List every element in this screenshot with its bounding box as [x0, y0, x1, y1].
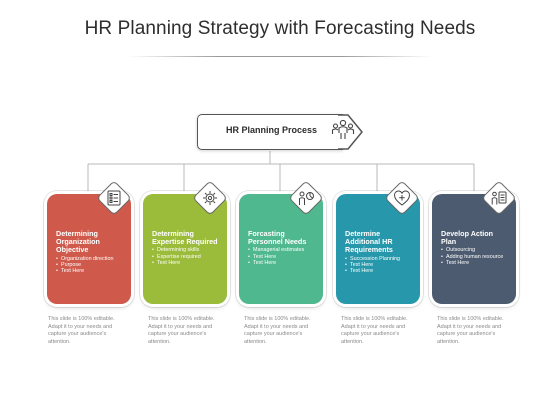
step-bullets: Outsourcing Adding human resource Text H…	[441, 247, 510, 267]
step-bullets: Succession Planning Text Here Text Here	[345, 256, 414, 276]
step-caption: This slide is 100% editable. Adapt it to…	[437, 316, 504, 345]
step-title: Determine Additional HR Requirements	[345, 229, 393, 255]
step-icon-badge-1	[96, 180, 132, 216]
bullet-item: Text Here	[152, 260, 221, 267]
bullet-item: Text Here	[248, 254, 317, 261]
page-title: HR Planning Strategy with Forecasting Ne…	[84, 18, 476, 39]
heart-plus-icon	[393, 190, 411, 206]
bullet-item: Outsourcing	[441, 247, 510, 254]
bullet-item: Purpose	[56, 262, 125, 269]
step-bullets: Determining skills Expertise required Te…	[152, 247, 221, 267]
bullet-item: Text Here	[345, 268, 414, 275]
step-caption: This slide is 100% editable. Adapt it to…	[341, 316, 408, 345]
step-card-4: Determine Additional HR Requirements Suc…	[336, 194, 420, 304]
step-bullets: Organization direction Purpose Text Here	[56, 256, 125, 276]
bullet-item: Organization direction	[56, 256, 125, 263]
hub-arrow-tip	[338, 114, 363, 150]
gear-head-icon	[203, 191, 217, 205]
step-card-1: Determining Organization Objective Organ…	[47, 194, 131, 304]
checklist-icon	[107, 190, 121, 206]
bullet-item: Managerial estimates	[248, 247, 317, 254]
bullet-item: Expertise required	[152, 254, 221, 261]
step-bullets: Managerial estimates Text Here Text Here	[248, 247, 317, 267]
person-clipboard-icon	[491, 191, 507, 205]
bullet-item: Text Here	[248, 260, 317, 267]
bullet-item: Adding human resource	[441, 254, 510, 261]
step-icon-badge-4	[384, 180, 420, 216]
hub-label: HR Planning Process	[226, 125, 318, 135]
bullet-item: Succession Planning	[345, 256, 414, 263]
bullet-item: Text Here	[345, 262, 414, 269]
step-title: Develop Action Plan	[441, 229, 494, 247]
step-icon-badge-2	[192, 180, 228, 216]
step-caption: This slide is 100% editable. Adapt it to…	[244, 316, 311, 345]
step-caption: This slide is 100% editable. Adapt it to…	[148, 316, 215, 345]
title-divider	[128, 56, 432, 57]
step-icon-badge-3	[288, 180, 324, 216]
bullet-item: Text Here	[441, 260, 510, 267]
people-group-icon	[331, 119, 355, 139]
step-icon-badge-5	[481, 180, 517, 216]
bullet-item: Text Here	[56, 268, 125, 275]
step-caption: This slide is 100% editable. Adapt it to…	[48, 316, 115, 345]
step-title: Determining Organization Objective	[56, 229, 100, 255]
step-title: Forcasting Personnel Needs	[248, 229, 307, 247]
person-chart-icon	[299, 191, 314, 205]
hub-box	[197, 114, 343, 150]
bullet-item: Determining skills	[152, 247, 221, 254]
step-title: Determining Expertise Required	[152, 229, 218, 247]
